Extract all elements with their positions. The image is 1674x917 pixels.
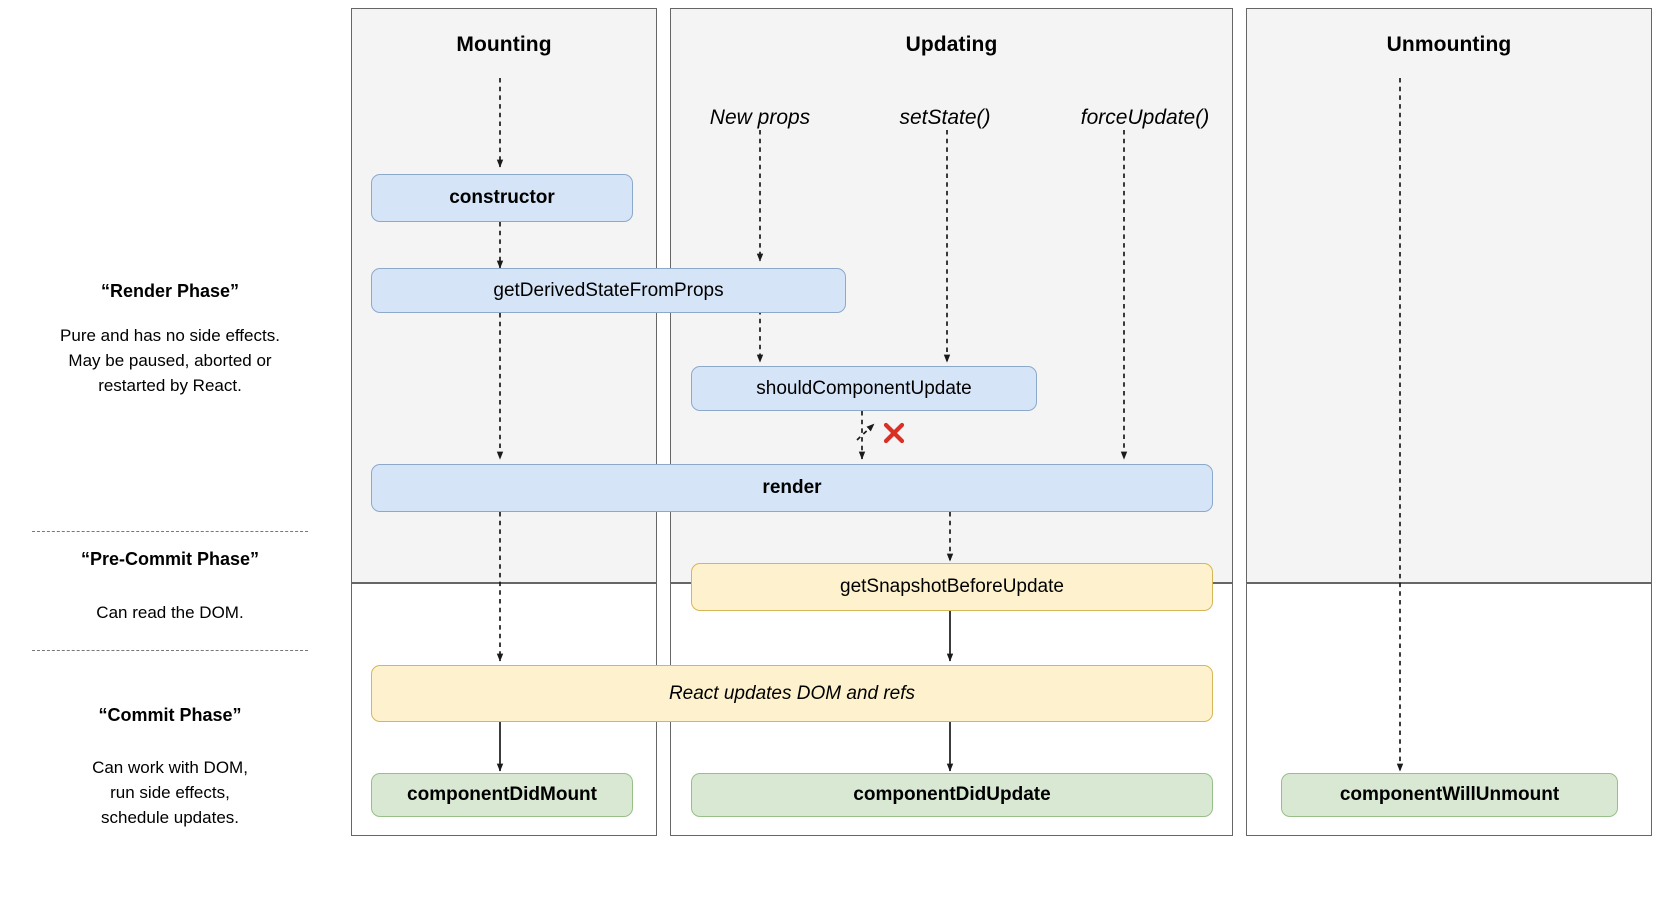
trigger-label-set-state: setState() xyxy=(899,106,991,129)
node-constructor[interactable]: constructor xyxy=(371,174,633,222)
legend-heading-render-phase: “Render Phase” xyxy=(100,281,240,301)
legend-body-commit-phase: Can work with DOM, run side effects, sch… xyxy=(92,758,248,827)
node-get-snapshot-before-update[interactable]: getSnapshotBeforeUpdate xyxy=(691,563,1213,611)
node-should-component-update[interactable]: shouldComponentUpdate xyxy=(691,366,1037,411)
legend-heading-commit-phase: “Commit Phase” xyxy=(98,705,242,725)
column-title-unmounting: Unmounting xyxy=(1386,33,1512,56)
trigger-label-force-update: forceUpdate() xyxy=(1080,106,1210,129)
node-component-did-update[interactable]: componentDidUpdate xyxy=(691,773,1213,817)
column-title-mounting: Mounting xyxy=(456,33,552,56)
legend-divider-bottom xyxy=(32,650,308,651)
node-render[interactable]: render xyxy=(371,464,1213,512)
legend-body-render-phase: Pure and has no side effects. May be pau… xyxy=(60,326,280,395)
node-component-did-mount[interactable]: componentDidMount xyxy=(371,773,633,817)
node-react-updates-dom-and-refs[interactable]: React updates DOM and refs xyxy=(371,665,1213,722)
node-component-will-unmount[interactable]: componentWillUnmount xyxy=(1281,773,1618,817)
node-get-derived-state-from-props[interactable]: getDerivedStateFromProps xyxy=(371,268,846,313)
column-title-updating: Updating xyxy=(905,33,998,56)
legend-heading-pre-commit-phase: “Pre-Commit Phase” xyxy=(80,549,260,569)
legend-divider-top xyxy=(32,531,308,532)
legend-body-pre-commit-phase: Can read the DOM. xyxy=(96,603,244,622)
column-panel-unmounting-render xyxy=(1246,8,1652,583)
trigger-label-new-props: New props xyxy=(709,106,811,129)
